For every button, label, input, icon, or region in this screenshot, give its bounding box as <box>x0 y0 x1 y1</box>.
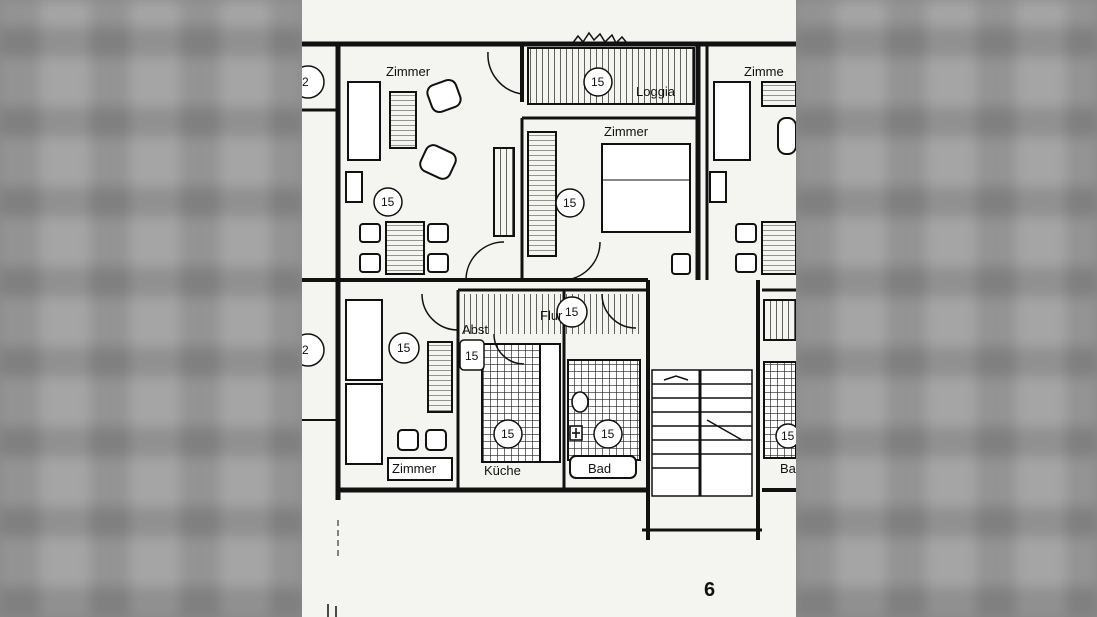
floor-plan: Zimmer Zimmer Zimme Loggia Flur Abst Zim… <box>302 0 796 617</box>
furniture-zimmer-bottom-left <box>345 299 453 481</box>
label-abst: Abst <box>462 322 488 337</box>
marker-neighbor <box>775 423 796 449</box>
bath-fixtures <box>569 391 589 441</box>
marker-number-edge-mid: 2 <box>302 343 309 357</box>
marker-number-kueche: 15 <box>501 427 515 441</box>
marker-number-neighbor: 15 <box>781 429 795 443</box>
marker-loggia <box>583 67 613 97</box>
marker-number-loggia: 15 <box>591 75 605 89</box>
furniture-zimmer-bedroom <box>527 131 691 275</box>
staircase <box>651 369 753 497</box>
page-number: 6 <box>704 579 715 601</box>
marker-flur <box>556 296 588 328</box>
marker-left <box>373 187 403 217</box>
label-bad: Bad <box>588 461 611 476</box>
floor-plan-drawing: Zimmer Zimmer Zimme Loggia Flur Abst Zim… <box>302 31 796 617</box>
room-markers <box>302 65 796 449</box>
marker-bottom-left <box>388 332 420 364</box>
marker-number-edge-top: 2 <box>302 75 309 89</box>
marker-number-bottom-left: 15 <box>397 341 411 355</box>
marker-kueche <box>493 419 523 449</box>
label-loggia: Loggia <box>636 84 676 99</box>
blurred-background-right <box>796 0 1097 617</box>
marker-number-left: 15 <box>381 195 395 209</box>
marker-number-flur: 15 <box>565 305 579 319</box>
marker-abst <box>459 339 485 371</box>
marker-edge-mid <box>302 333 325 367</box>
marker-bed <box>555 188 585 218</box>
label-bad-neighbor: Ba <box>780 461 796 476</box>
walls <box>302 41 796 560</box>
label-flur: Flur <box>540 308 563 323</box>
furniture-zimmer-top-left <box>345 78 515 275</box>
blurred-background-left <box>0 0 302 617</box>
marker-bad <box>593 419 623 449</box>
neighbor-units <box>709 81 796 459</box>
plants-icon <box>571 31 628 45</box>
marker-edge-top <box>302 65 325 99</box>
marker-number-bad: 15 <box>601 427 615 441</box>
label-zimmer-bottom-left: Zimmer <box>392 461 437 476</box>
marker-number-abst: 15 <box>465 349 479 363</box>
kitchen-counter <box>539 343 561 463</box>
label-kueche: Küche <box>484 463 521 478</box>
bathtub <box>569 455 637 479</box>
label-zimmer-top-right: Zimmer <box>604 124 649 139</box>
label-zimmer-neighbor: Zimme <box>744 64 784 79</box>
label-zimmer-top-left: Zimmer <box>386 64 431 79</box>
door-swings <box>421 51 637 365</box>
flur-floor <box>462 294 644 334</box>
marker-number-bed: 15 <box>563 196 577 210</box>
